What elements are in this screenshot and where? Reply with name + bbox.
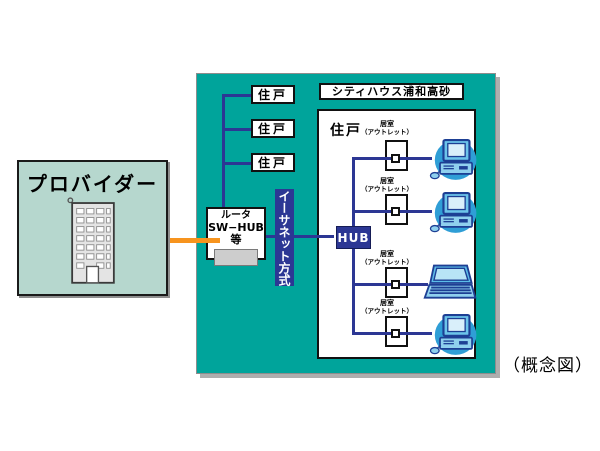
diagram-caption: （概念図） [503,356,593,376]
outlet-paren-text: （アウトレット） [361,307,413,315]
unit-box-1: 住戸 [251,85,295,104]
unit-box-3: 住戸 [251,153,295,172]
outlet-room-text: 居室 [380,250,394,258]
unit-detail-box: 住戸 居室 （アウトレット） 居室 （アウトレット） HUB [317,109,478,359]
outlet-line-3 [352,283,428,286]
outlet-label-1: 居室 （アウトレット） [355,120,419,136]
outlet-room-text: 居室 [380,120,394,128]
router-ethernet-line [266,235,275,238]
router-label-line2: SW−HUB等 [208,221,264,246]
hub-trunk-down-line [352,249,355,335]
outlet-port-1 [391,154,400,163]
outlet-label-2: 居室 （アウトレット） [355,177,419,193]
outlet-port-3 [391,280,400,289]
router-box: ルータ SW−HUB等 [206,207,266,266]
provider-label: プロバイダー [26,172,159,196]
riser-trunk-line [222,94,225,209]
unit-branch-line [222,94,251,97]
outlet-label-3: 居室 （アウトレット） [355,250,419,266]
outlet-paren-text: （アウトレット） [361,185,413,193]
hub-trunk-up-line [352,157,355,226]
provider-feed-line [170,238,220,243]
outlet-label-4: 居室 （アウトレット） [355,299,419,315]
outlet-room-text: 居室 [380,299,394,307]
ethernet-method-label: イーサネット方式 [275,189,294,286]
unit-detail-label: 住戸 [330,123,362,139]
provider-building-icon [66,197,115,284]
building-area: 住戸 住戸 住戸 ルータ SW−HUB等 イーサネット方式 シティハウス浦和高砂… [196,73,496,374]
outlet-paren-text: （アウトレット） [361,128,413,136]
router-label-line1: ルータ [221,210,251,221]
outlet-paren-text: （アウトレット） [361,258,413,266]
outlet-port-2 [391,207,400,216]
outlet-port-4 [391,329,400,338]
building-title: シティハウス浦和高砂 [319,83,464,100]
desktop-computer-icon [429,138,478,182]
hub-box: HUB [336,226,371,249]
laptop-computer-icon [423,264,477,299]
unit-branch-line [222,128,251,131]
desktop-computer-icon [429,191,478,235]
provider-box: プロバイダー [17,160,168,296]
unit-box-2: 住戸 [251,119,295,138]
desktop-computer-icon [429,313,478,357]
router-device [214,249,258,266]
outlet-room-text: 居室 [380,177,394,185]
unit-branch-line [222,162,251,165]
ethernet-hub-line [294,235,334,238]
